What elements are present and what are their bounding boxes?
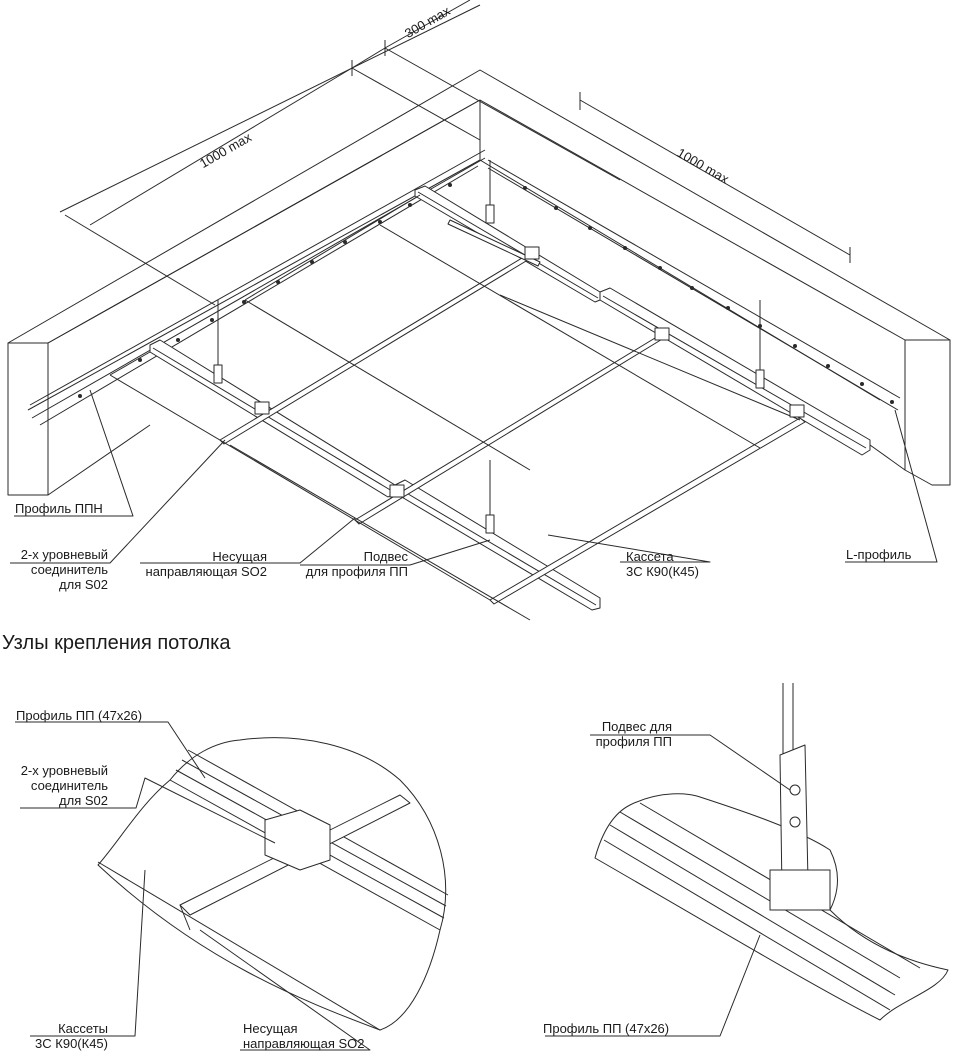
detail-right-pp: Профиль ПП (47х26) — [543, 1021, 670, 1036]
label-cassette: Кассета 3С К90(К45) — [626, 549, 699, 579]
label-connector: 2-х уровневый соединитель для S02 — [20, 547, 108, 592]
connector-boxes — [254, 246, 805, 498]
leaders-top — [10, 389, 938, 566]
label-l-profile: L-профиль — [846, 547, 912, 562]
detail-left-pp: Профиль ПП (47х26) — [16, 708, 143, 723]
detail-left — [97, 737, 449, 1031]
detail-right — [594, 683, 949, 1021]
cassette-grid — [109, 194, 801, 621]
dimension-lines — [59, 0, 851, 306]
label-hanger: Подвес для профиля ПП — [305, 549, 408, 579]
cross-rails — [219, 219, 806, 605]
fastener-dots — [78, 183, 894, 404]
leaders-detail-right — [545, 734, 791, 1037]
detail-right-hanger: Подвес для профиля ПП — [595, 719, 672, 749]
detail-left-cassettes: Кассеты 3С К90(К45) — [35, 1021, 108, 1051]
hangers — [213, 160, 765, 534]
section-title: Узлы крепления потолка — [2, 632, 231, 654]
leaders-detail-left — [15, 721, 371, 1051]
label-carrier: Несущая направляющая SO2 — [145, 549, 267, 579]
detail-left-connector: 2-х уровневый соединитель для S02 — [20, 763, 108, 808]
walls — [7, 69, 951, 496]
label-ppn: Профиль ППН — [15, 501, 103, 516]
detail-left-carrier: Несущая направляющая SO2 — [243, 1021, 365, 1051]
